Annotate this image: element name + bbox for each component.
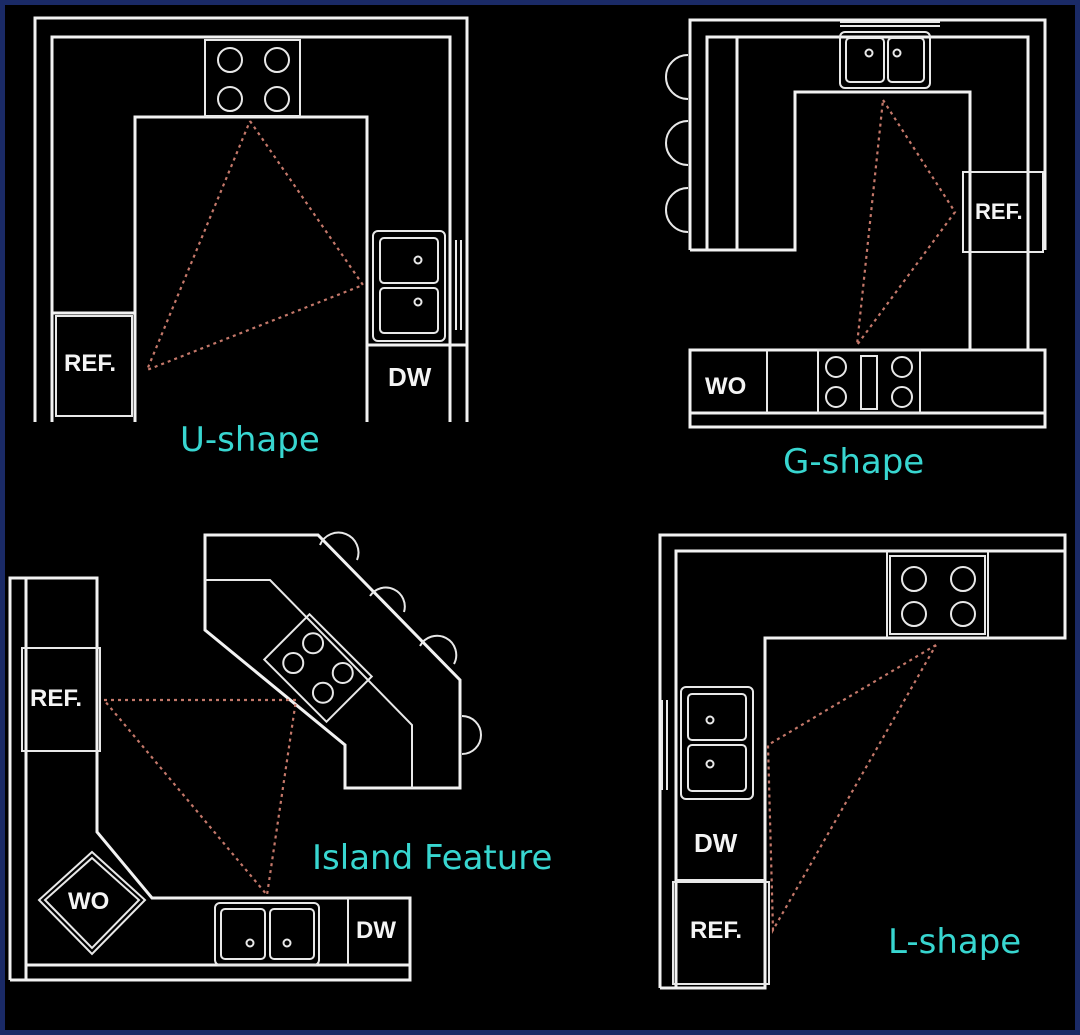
u-shape-layout: REF. DW U-shape (33, 16, 469, 460)
ref-label: REF. (975, 199, 1023, 224)
dw-label: DW (356, 917, 396, 944)
refrigerator (672, 881, 770, 985)
l-shape-caption: L-shape (888, 922, 1021, 962)
ref-label: REF. (690, 917, 742, 944)
cooktop-icon (817, 349, 921, 414)
dw-label: DW (388, 362, 432, 392)
g-shape-layout: REF. WO G-shape (665, 18, 1047, 482)
sink-icon (372, 230, 446, 342)
g-shape-caption: G-shape (783, 442, 924, 482)
work-triangle (144, 120, 365, 372)
cooktop-icon (262, 612, 374, 724)
wall-oven-icon (37, 850, 147, 956)
island-feature-layout: REF. WO DW (8, 531, 552, 982)
sink-icon (214, 902, 320, 966)
cooktop-icon (889, 555, 986, 635)
sink-icon (680, 686, 754, 800)
refrigerator (55, 315, 133, 417)
ref-label: REF. (64, 350, 116, 377)
work-triangle (766, 644, 937, 934)
ref-label: REF. (30, 685, 82, 712)
cooktop-icon (204, 39, 301, 117)
work-triangle (855, 99, 957, 349)
island-feature-caption: Island Feature (312, 838, 552, 878)
sink-icon (839, 31, 931, 89)
refrigerator (21, 647, 101, 752)
u-shape-caption: U-shape (180, 420, 320, 460)
l-shape-layout: DW REF. L-shape (658, 533, 1067, 990)
refrigerator (962, 171, 1044, 253)
stool-icon (665, 54, 689, 233)
dw-label: DW (694, 828, 738, 858)
wo-label: WO (705, 373, 746, 400)
stool-icon (319, 531, 482, 755)
wo-label: WO (68, 888, 109, 915)
